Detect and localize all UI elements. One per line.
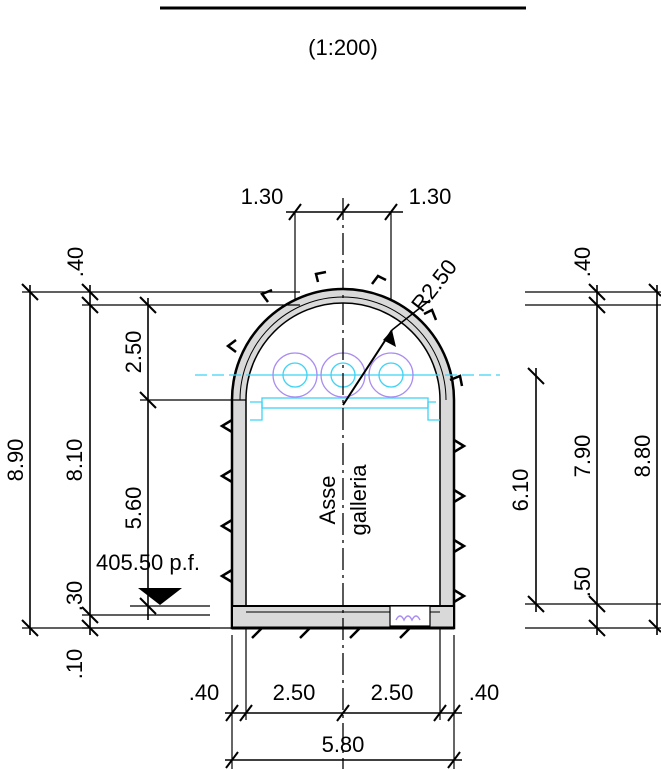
- right-dim-top-gap: .40: [570, 247, 595, 278]
- left-dim-total: 8.90: [3, 439, 28, 482]
- top-dim-left: 1.30: [241, 184, 284, 209]
- level-triangle-icon: [138, 588, 182, 605]
- axis-label-line1: Asse: [315, 476, 340, 525]
- right-dim-wall: 6.10: [508, 469, 533, 512]
- right-dim-total: 8.80: [630, 435, 655, 478]
- radius-line: [342, 329, 393, 406]
- rock-bolts: [219, 270, 467, 639]
- left-dim-top-gap: .40: [63, 247, 88, 278]
- top-dimension-chain: [286, 203, 403, 300]
- left-dim-wall: 5.60: [121, 487, 146, 530]
- radius-label: R2.50: [406, 255, 462, 317]
- bottom-dim-right-half: 2.50: [371, 680, 414, 705]
- axis-label-line2: galleria: [346, 464, 371, 536]
- right-dimension-chains: [525, 283, 661, 637]
- left-dimension-chains: [21, 283, 300, 637]
- left-dim-arch: 2.50: [121, 331, 146, 374]
- left-dim-inner: 8.10: [62, 439, 87, 482]
- bottom-dim-left-wall: .40: [189, 680, 220, 705]
- left-dim-base: .10: [62, 649, 87, 680]
- drain-symbol: [389, 605, 431, 627]
- bottom-dim-left-half: 2.50: [273, 680, 316, 705]
- bottom-dim-total: 5.80: [322, 732, 365, 757]
- bottom-dim-right-wall: .40: [469, 680, 500, 705]
- bottom-dimension-chains: [225, 628, 462, 769]
- scale-label: (1:200): [308, 35, 378, 60]
- right-dim-slab: .50: [570, 567, 595, 598]
- level-label: 405.50 p.f.: [96, 550, 200, 575]
- right-dim-inner: 7.90: [570, 435, 595, 478]
- left-dim-slab: .30: [62, 581, 87, 612]
- radius-arrowhead: [383, 330, 396, 347]
- top-dim-right: 1.30: [409, 184, 452, 209]
